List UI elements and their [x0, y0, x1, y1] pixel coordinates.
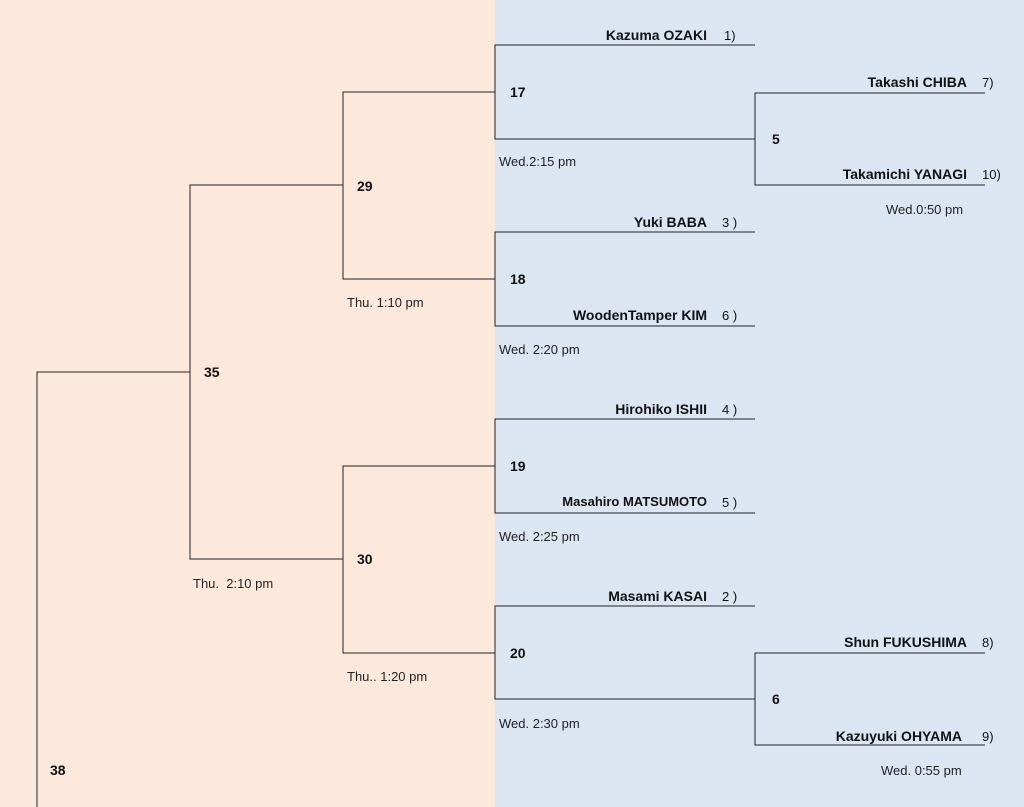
player-seed: 1) — [724, 28, 736, 43]
match-number: 6 — [772, 691, 780, 707]
bracket-line-match-20 — [494, 605, 755, 700]
player-seed: 4 ) — [722, 402, 738, 417]
match-time: Thu.. 1:20 pm — [347, 669, 428, 684]
player-seed: 5 ) — [722, 495, 738, 510]
match-time: Wed. 2:25 pm — [499, 529, 580, 544]
match-number: 29 — [357, 178, 373, 194]
bracket-line-match-38 — [36, 371, 190, 807]
match-number: 17 — [510, 84, 526, 100]
player-seed: 3 ) — [722, 215, 738, 230]
thursday-panel — [0, 0, 495, 807]
match-number: 38 — [50, 762, 66, 778]
player-name: Hirohiko ISHII — [615, 401, 707, 417]
match-number: 20 — [510, 645, 526, 661]
player-name: Takashi CHIBA — [867, 74, 967, 90]
player-name: WoodenTamper KIM — [572, 307, 707, 323]
match-time: Wed. 2:20 pm — [499, 342, 580, 357]
player-name: Yuki BABA — [633, 214, 707, 230]
player-name: Shun FUKUSHIMA — [844, 634, 967, 650]
match-number: 30 — [357, 551, 373, 567]
match-number: 5 — [772, 131, 780, 147]
match-time: Wed. 0:55 pm — [881, 763, 962, 778]
match-time: Wed.2:15 pm — [499, 154, 577, 169]
match-number: 35 — [204, 364, 220, 380]
player-seed: 8) — [982, 635, 994, 650]
player-seed: 2 ) — [722, 589, 738, 604]
wednesday-panel — [495, 0, 1024, 807]
bracket-line-match-17 — [494, 44, 755, 140]
player-name: Masami KASAI — [608, 588, 707, 604]
player-seed: 10) — [982, 167, 1001, 182]
match-time: Wed. 2:30 pm — [499, 716, 580, 731]
match-time: Thu. 2:10 pm — [193, 576, 274, 591]
player-name: Kazuyuki OHYAMA — [835, 728, 962, 744]
player-seed: 7) — [982, 75, 994, 90]
player-seed: 9) — [982, 729, 994, 744]
player-seed: 6 ) — [722, 308, 738, 323]
player-name: Kazuma OZAKI — [605, 27, 707, 43]
player-name: Masahiro MATSUMOTO — [562, 494, 707, 509]
match-number: 19 — [510, 458, 526, 474]
match-time: Wed.0:50 pm — [886, 202, 964, 217]
match-number: 18 — [510, 271, 526, 287]
player-name: Takamichi YANAGI — [842, 166, 967, 182]
match-time: Thu. 1:10 pm — [347, 295, 424, 310]
